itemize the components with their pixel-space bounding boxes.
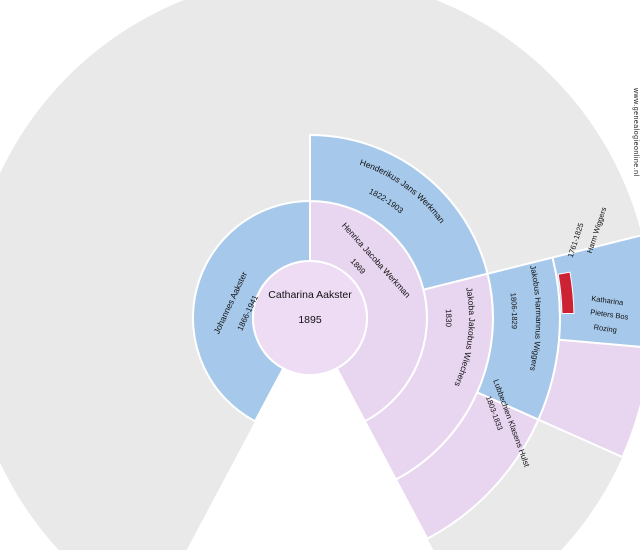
- fan-segment-gg-grandmother[interactable]: [537, 338, 640, 459]
- center-person-segment[interactable]: [252, 260, 368, 376]
- center-person-year: 1895: [298, 314, 322, 326]
- label-great-grandfather-dates: 1806-1829: [508, 292, 519, 329]
- fan-segment-great-grandmother[interactable]: [394, 391, 540, 541]
- watermark-link[interactable]: www.genealogieonline.nl: [632, 88, 639, 177]
- red-marker: [557, 271, 575, 315]
- label-maternal-grandmother-dates: 1830: [444, 309, 453, 328]
- label-gg-grandmother-line3: Rozing: [593, 322, 617, 334]
- center-person-name: Catharina Aakster: [268, 289, 352, 301]
